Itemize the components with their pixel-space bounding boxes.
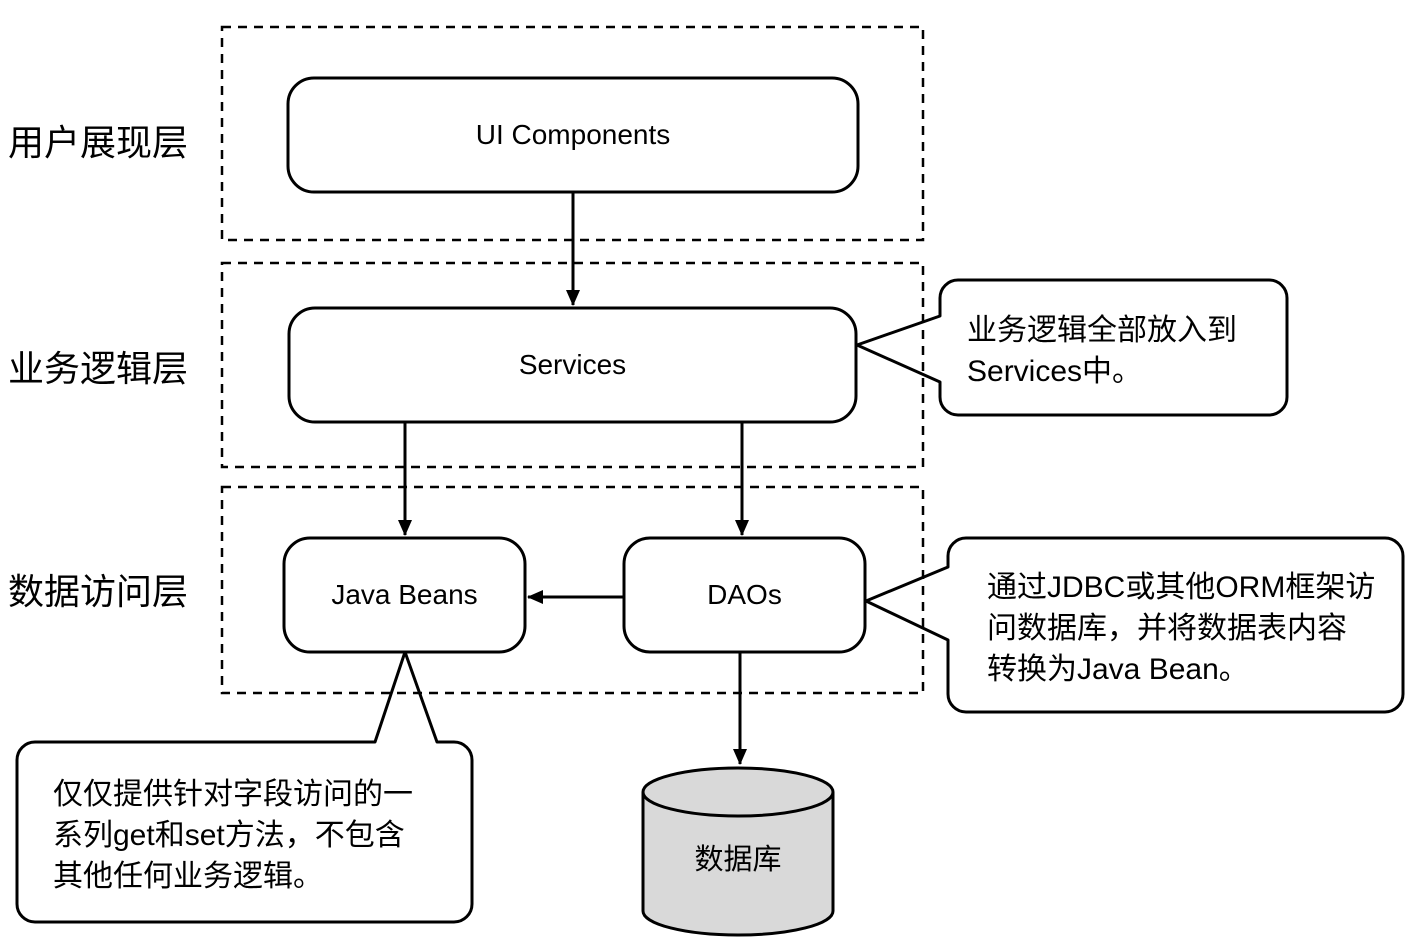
- business-layer-dashed-box: [220, 261, 925, 469]
- ui-components-box: [286, 76, 860, 194]
- database-cylinder-top: [641, 766, 835, 818]
- data-access-layer-dashed-box: [220, 485, 925, 695]
- services-callout-shape: [855, 278, 1289, 417]
- java-beans-callout-shape: [15, 650, 474, 924]
- callout-line: 仅仅提供针对字段访问的一: [53, 778, 413, 811]
- presentation-layer-dashed-box: [220, 25, 925, 242]
- callout-line: 其他任何业务逻辑。: [53, 860, 323, 893]
- business-layer-label: 业务逻辑层: [8, 348, 189, 389]
- services-callout-text: 业务逻辑全部放入到 Services中。: [967, 310, 1237, 392]
- callout-line: 问数据库，并将数据表内容: [987, 612, 1347, 645]
- java-beans-label: Java Beans: [331, 579, 478, 610]
- callout-line: 系列get和set方法，不包含: [53, 819, 405, 852]
- daos-box: [622, 536, 867, 654]
- ui-components-label: UI Components: [475, 119, 671, 150]
- daos-callout-text: 通过JDBC或其他ORM框架访 问数据库，并将数据表内容 转换为Java Bea…: [987, 567, 1375, 690]
- presentation-layer-label: 用户展现层: [8, 122, 189, 163]
- daos-callout-shape: [864, 536, 1405, 714]
- callout-line: 转换为Java Bean。: [987, 653, 1249, 686]
- callout-line: 通过JDBC或其他ORM框架访: [987, 571, 1376, 604]
- java-beans-callout-text: 仅仅提供针对字段访问的一 系列get和set方法，不包含 其他任何业务逻辑。: [53, 774, 413, 897]
- database-cylinder-body: [641, 792, 835, 937]
- services-box: [287, 306, 858, 424]
- daos-label: DAOs: [707, 579, 782, 610]
- database-label: 数据库: [694, 844, 782, 876]
- callout-line: Services中。: [967, 355, 1143, 388]
- data-access-layer-label: 数据访问层: [8, 571, 189, 612]
- callout-line: 业务逻辑全部放入到: [967, 314, 1237, 347]
- services-label: Services: [518, 349, 627, 380]
